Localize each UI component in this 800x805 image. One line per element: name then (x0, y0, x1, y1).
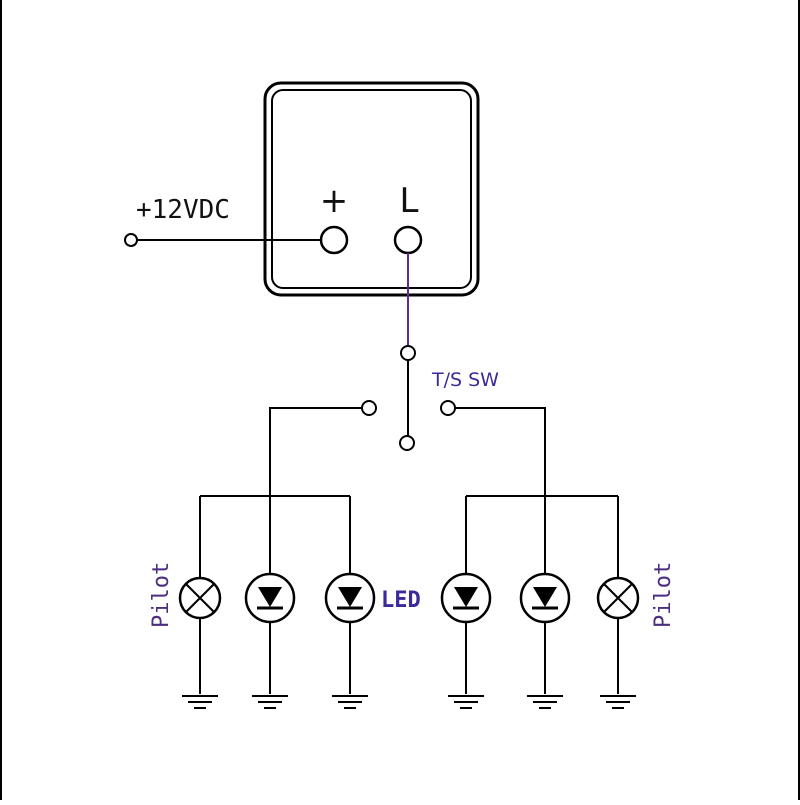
flasher-unit: + L (263, 81, 480, 297)
ground-icon (526, 695, 564, 709)
terminal-plus (319, 225, 349, 255)
right-pilot-label: Pilot (651, 562, 676, 628)
flasher-inner-border (271, 89, 472, 289)
supply-input: +12VDC (124, 195, 321, 247)
switch-input-terminal (400, 345, 416, 361)
supply-terminal (124, 233, 138, 247)
right-branch-wiring (455, 407, 619, 694)
led-label: LED (381, 588, 421, 613)
switch-label: T/S SW (431, 369, 499, 391)
left-led-1 (244, 572, 296, 624)
supply-label: +12VDC (136, 195, 230, 225)
left-pilot-lamp (178, 576, 222, 620)
terminal-plus-label: + (320, 181, 349, 221)
left-led-2 (324, 572, 376, 624)
right-led-1 (440, 572, 492, 624)
switch-right-contact (440, 400, 456, 416)
ground-icon (251, 695, 289, 709)
turn-signal-switch: T/S SW (361, 345, 499, 451)
ground-icon (331, 695, 369, 709)
terminal-l-label: L (400, 181, 419, 221)
flasher-outer-border (263, 81, 480, 297)
right-frame-edge (798, 0, 800, 800)
switch-pivot-terminal (399, 435, 415, 451)
left-frame-edge (0, 0, 2, 800)
right-pilot-lamp (596, 576, 640, 620)
ground-icon (599, 695, 637, 709)
left-branch-wiring (199, 407, 362, 694)
ground-icon (181, 695, 219, 709)
terminal-l (393, 225, 423, 255)
right-led-2 (519, 572, 571, 624)
left-pilot-label: Pilot (149, 562, 174, 628)
switch-left-contact (361, 400, 377, 416)
ground-icon (447, 695, 485, 709)
